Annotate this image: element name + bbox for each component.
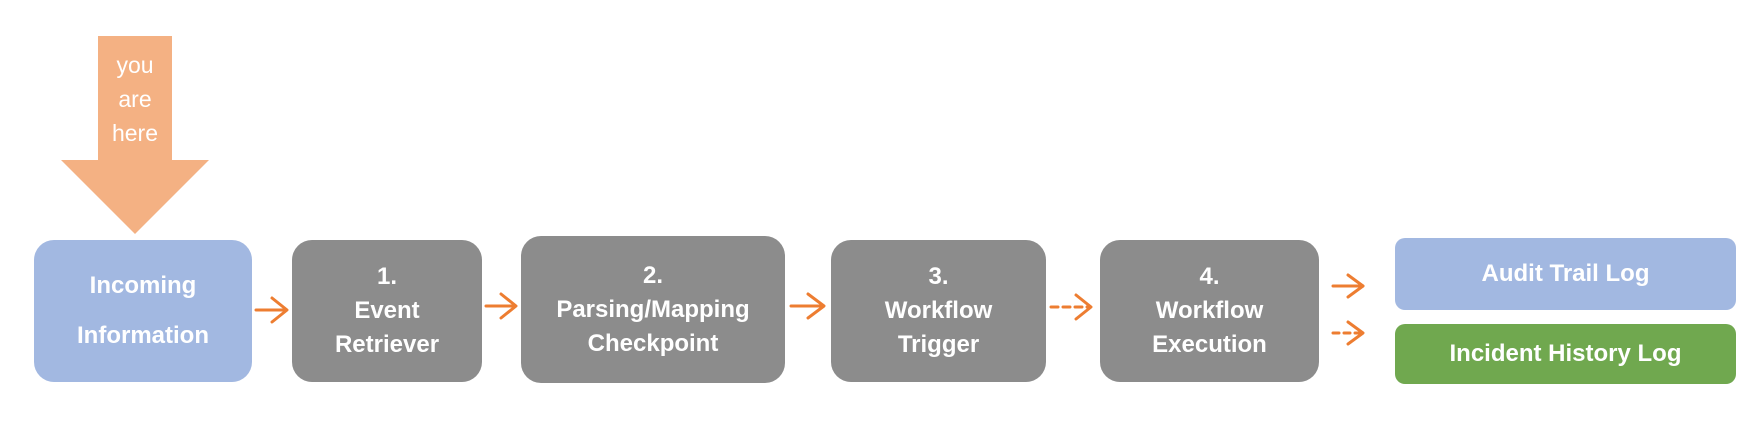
you-are-here-label: you are here [98, 48, 172, 150]
connector-arrow-step4-to-incident-dashed [1331, 320, 1365, 346]
node-label: Trigger [897, 331, 980, 358]
node-incident-history-log: Incident History Log [1395, 324, 1736, 384]
node-parsing-mapping-checkpoint: 2. Parsing/Mapping Checkpoint [521, 236, 785, 383]
node-label: 3. [928, 263, 949, 290]
node-label: Incident History Log [1449, 340, 1682, 367]
you-are-here-line: here [111, 120, 159, 146]
node-label: 1. [376, 263, 397, 290]
node-event-retriever: 1. Event Retriever [292, 240, 482, 382]
node-label: Audit Trail Log [1481, 260, 1650, 287]
node-audit-trail-log: Audit Trail Log [1395, 238, 1736, 310]
node-label: Information [77, 322, 209, 349]
node-label: Execution [1152, 331, 1267, 358]
node-label: Checkpoint [587, 329, 719, 357]
node-label: Retriever [334, 331, 440, 358]
node-workflow-execution: 4. Workflow Execution [1100, 240, 1319, 382]
connector-arrow-step2-to-step3 [789, 292, 826, 320]
connector-arrow-step4-to-audit [1331, 273, 1365, 299]
node-label: 2. [642, 261, 663, 289]
connector-arrow-step3-to-step4-dashed [1049, 293, 1093, 321]
node-workflow-trigger: 3. Workflow Trigger [831, 240, 1046, 382]
connector-arrow-incoming-to-step1 [254, 296, 289, 324]
node-label: Event [354, 297, 420, 324]
node-label: Workflow [884, 297, 993, 324]
you-are-here-arrow-shape [61, 36, 209, 234]
you-are-here-line: are [118, 86, 152, 112]
you-are-here-line: you [116, 52, 154, 78]
node-label: Incoming [89, 272, 197, 299]
connector-arrow-step1-to-step2 [484, 292, 518, 320]
node-label: 4. [1199, 263, 1220, 290]
node-incoming-information: Incoming Information [34, 240, 252, 382]
node-label: Workflow [1155, 297, 1264, 324]
node-label: Parsing/Mapping [556, 295, 750, 323]
